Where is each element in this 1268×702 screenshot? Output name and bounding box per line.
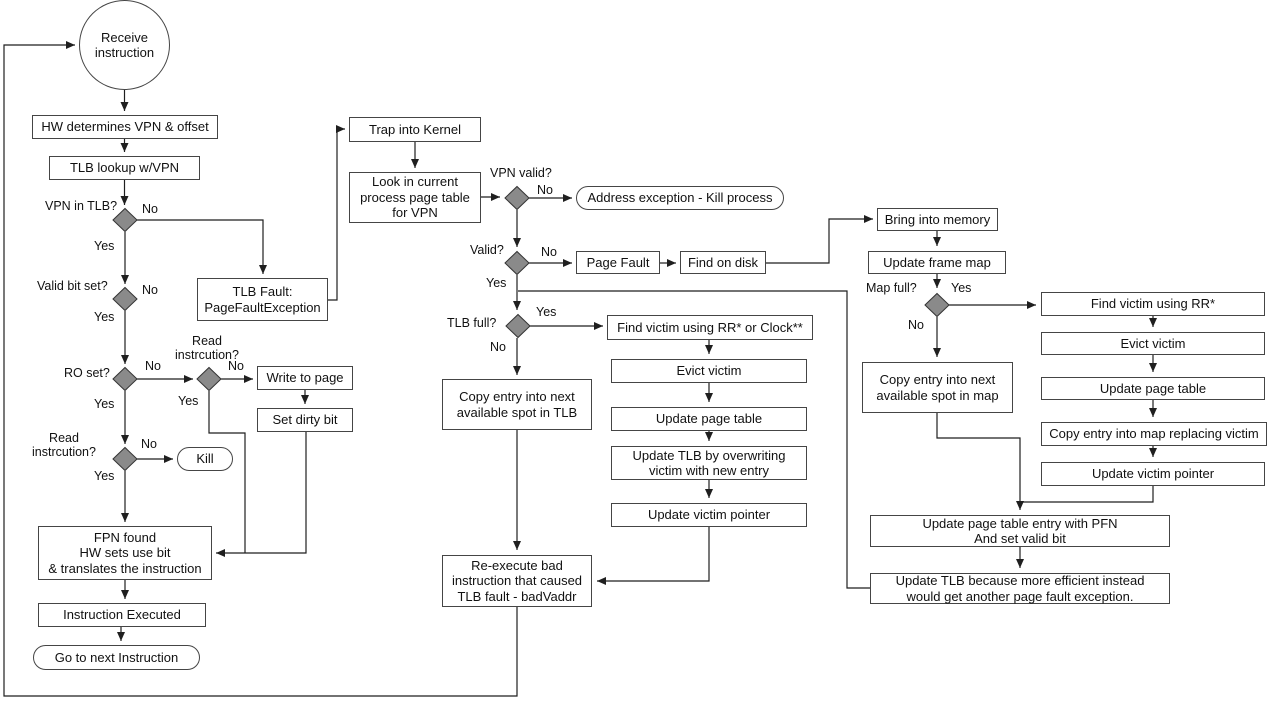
node-hw-determines-vpn-offset: HW determines VPN & offset bbox=[32, 115, 218, 139]
connector-vpn-in-tlb-no-to-tlb-fault bbox=[137, 219, 267, 274]
branch-read2-no: No bbox=[141, 437, 157, 451]
node-find-victim-rr: Find victim using RR* bbox=[1041, 292, 1265, 316]
decision-tlb-full bbox=[505, 313, 531, 339]
node-fpn-found: FPN found HW sets use bit & translates t… bbox=[38, 526, 212, 580]
node-update-tlb-overwriting: Update TLB by overwriting victim with ne… bbox=[611, 446, 807, 480]
node-trap-into-kernel: Trap into Kernel bbox=[349, 117, 481, 142]
label-ro-set: RO set? bbox=[64, 366, 110, 380]
node-copy-into-map-replacing: Copy entry into map replacing victim bbox=[1041, 422, 1267, 446]
branch-ro-yes: Yes bbox=[94, 397, 115, 411]
branch-tlb-full-yes: Yes bbox=[536, 305, 557, 319]
connector-set-dirty-to-fpn bbox=[216, 432, 307, 557]
node-kill: Kill bbox=[177, 447, 233, 471]
branch-vpn-valid-no: No bbox=[537, 183, 553, 197]
branch-valid-bit-yes: Yes bbox=[94, 310, 115, 324]
branch-read2-yes: Yes bbox=[94, 469, 115, 483]
node-tlb-fault: TLB Fault: PageFaultException bbox=[197, 278, 328, 321]
decision-map-full bbox=[924, 292, 950, 318]
node-copy-entry-into-tlb: Copy entry into next available spot in T… bbox=[442, 379, 592, 430]
node-update-frame-map: Update frame map bbox=[868, 251, 1006, 274]
node-bring-into-memory: Bring into memory bbox=[877, 208, 998, 231]
node-copy-entry-into-map: Copy entry into next available spot in m… bbox=[862, 362, 1013, 413]
label-map-full: Map full? bbox=[866, 281, 917, 295]
node-update-pte-with-pfn: Update page table entry with PFN And set… bbox=[870, 515, 1170, 547]
decision-read-instruction-2 bbox=[112, 446, 138, 472]
decision-valid bbox=[504, 250, 530, 276]
node-find-on-disk: Find on disk bbox=[680, 251, 766, 274]
connector-loop-reexecute-to-receive bbox=[3, 41, 518, 697]
decision-vpn-valid bbox=[504, 185, 530, 211]
node-update-tlb-because: Update TLB because more efficient instea… bbox=[870, 573, 1170, 604]
node-set-dirty-bit: Set dirty bit bbox=[257, 408, 353, 432]
label-tlb-full: TLB full? bbox=[447, 316, 497, 330]
node-update-victim-pointer-mid: Update victim pointer bbox=[611, 503, 807, 527]
branch-map-full-no: No bbox=[908, 318, 924, 332]
branch-ro-no: No bbox=[145, 359, 161, 373]
node-evict-victim-mid: Evict victim bbox=[611, 359, 807, 383]
connector-read1-yes-to-fpn bbox=[208, 391, 246, 553]
node-tlb-lookup: TLB lookup w/VPN bbox=[49, 156, 200, 180]
label-valid-bit-set: Valid bit set? bbox=[37, 279, 108, 293]
connector-find-disk-to-bring-memory bbox=[766, 215, 873, 264]
connector-victim-ptr-right-join bbox=[1020, 486, 1154, 503]
node-receive-instruction: Receive instruction bbox=[79, 0, 170, 90]
label-vpn-valid: VPN valid? bbox=[490, 166, 552, 180]
connector-update-tlb-return-to-tlb-full bbox=[518, 290, 870, 589]
node-update-page-table-mid: Update page table bbox=[611, 407, 807, 431]
node-reexecute-bad-instruction: Re-execute bad instruction that caused T… bbox=[442, 555, 592, 607]
decision-ro-set bbox=[112, 366, 138, 392]
branch-read1-no: No bbox=[228, 359, 244, 373]
label-vpn-in-tlb: VPN in TLB? bbox=[45, 199, 118, 213]
connector-victim-ptr-to-reexecute bbox=[597, 527, 710, 585]
connector-copy-map-to-update-pte bbox=[936, 413, 1024, 510]
decision-read-instruction-1 bbox=[196, 366, 222, 392]
node-evict-victim-right: Evict victim bbox=[1041, 332, 1265, 355]
node-write-to-page: Write to page bbox=[257, 366, 353, 390]
decision-vpn-in-tlb bbox=[112, 207, 138, 233]
branch-read1-yes: Yes bbox=[178, 394, 199, 408]
node-find-victim-rr-clock: Find victim using RR* or Clock** bbox=[607, 315, 813, 340]
node-address-exception: Address exception - Kill process bbox=[576, 186, 784, 210]
label-read-instruction-2: Read instrcution? bbox=[32, 431, 96, 459]
node-update-page-table-right: Update page table bbox=[1041, 377, 1265, 400]
decision-valid-bit-set bbox=[112, 286, 138, 312]
node-instruction-executed: Instruction Executed bbox=[38, 603, 206, 627]
node-page-fault: Page Fault bbox=[576, 251, 660, 274]
label-read-instruction-1: Read instrcution? bbox=[175, 334, 239, 362]
branch-valid-bit-no: No bbox=[142, 283, 158, 297]
node-look-in-current-page-table: Look in current process page table for V… bbox=[349, 172, 481, 223]
branch-valid-no: No bbox=[541, 245, 557, 259]
connector-tlb-fault-to-trap-kernel bbox=[328, 125, 345, 301]
branch-map-full-yes: Yes bbox=[951, 281, 972, 295]
branch-tlb-full-no: No bbox=[490, 340, 506, 354]
node-update-victim-pointer-right: Update victim pointer bbox=[1041, 462, 1265, 486]
branch-vpn-in-tlb-no: No bbox=[142, 202, 158, 216]
label-valid: Valid? bbox=[470, 243, 504, 257]
branch-vpn-in-tlb-yes: Yes bbox=[94, 239, 115, 253]
branch-valid-yes: Yes bbox=[486, 276, 507, 290]
node-go-to-next-instruction: Go to next Instruction bbox=[33, 645, 200, 670]
